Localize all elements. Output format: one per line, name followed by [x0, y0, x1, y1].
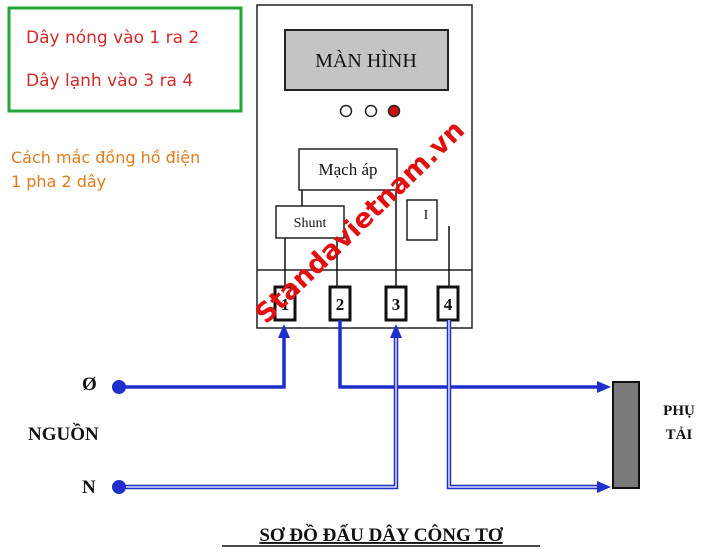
live-out-arrow [597, 381, 611, 393]
voltage-circuit-box [298, 148, 398, 191]
indicator-light-3 [387, 104, 401, 118]
neutral-out-arrow [597, 481, 611, 493]
neutral-in-wire [120, 336, 399, 490]
live-in-arrow [278, 324, 290, 338]
ct-label: I [424, 208, 429, 223]
neutral-label: N [82, 477, 96, 498]
neutral-out-wire [446, 320, 598, 490]
caption-line-1: Cách mắc đồng hồ điện [11, 148, 200, 167]
live-source-dot [112, 380, 126, 394]
screen-label: MÀN HÌNH [315, 49, 417, 72]
diagram-title: SƠ ĐỒ ĐẤU DÂY CÔNG TƠ [259, 524, 504, 546]
terminal-3-label: 3 [392, 295, 401, 314]
neutral-out-wire-core [448, 320, 598, 488]
note-box [7, 6, 243, 113]
note-line-1: Dây nóng vào 1 ra 2 [26, 28, 199, 48]
terminal-4-label: 4 [444, 295, 453, 314]
note-line-2: Dây lạnh vào 3 ra 4 [26, 71, 193, 91]
neutral-in-arrow [390, 324, 402, 338]
load-label-line-2: TẢI [666, 426, 693, 443]
indicator-light-2 [364, 104, 378, 118]
shunt-label: Shunt [294, 216, 327, 231]
indicator-light-1 [339, 104, 353, 118]
source-title: NGUỒN [28, 423, 99, 445]
voltage-circuit-label: Mạch áp [318, 160, 377, 179]
terminal-1 [273, 285, 297, 322]
shunt-box [275, 205, 345, 239]
terminal-1-label: 1 [281, 295, 290, 314]
terminal-3 [384, 285, 408, 322]
neutral-in-wire-core [120, 336, 397, 488]
neutral-source-dot [112, 480, 126, 494]
live-label: Ø [82, 374, 97, 395]
live-out-wire [338, 320, 598, 389]
load-block [612, 381, 640, 489]
ct-box [406, 199, 438, 241]
meter-screen [284, 29, 449, 91]
live-in-wire [120, 336, 286, 389]
caption-line-2: 1 pha 2 dây [11, 172, 106, 191]
terminal-2-label: 2 [336, 295, 345, 314]
load-label-line-1: PHỤ [663, 403, 695, 419]
